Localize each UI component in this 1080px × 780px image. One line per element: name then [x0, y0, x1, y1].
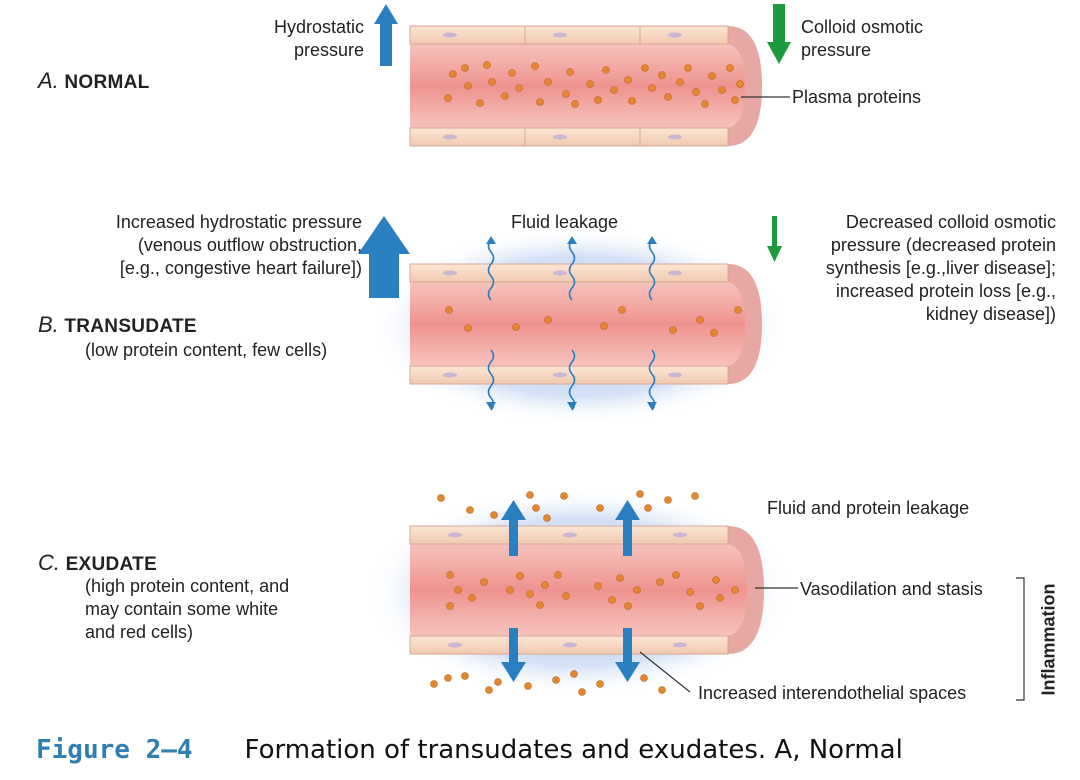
plasma-proteins-exudate — [446, 571, 739, 610]
panel-c-subtitle: (high protein content, and may contain s… — [85, 575, 289, 644]
figure-number: Figure 2–4 — [36, 735, 193, 765]
hydrostatic-line-1: Hydrostatic — [273, 17, 364, 37]
panel-c-sub-line-1: (high protein content, and — [85, 576, 290, 596]
increased-line-1: Increased hydrostatic pressure — [115, 212, 362, 232]
interendothelial-label: Increased interendothelial spaces — [698, 683, 967, 703]
vessel-transudate — [409, 263, 762, 385]
decreased-colloid-arrow — [767, 216, 782, 262]
inflammation-bracket — [1016, 577, 1025, 701]
figure-caption-text: Formation of transudates and exudates. A… — [244, 735, 903, 765]
hydrostatic-arrow-up — [374, 4, 398, 66]
panel-b-title: B. TRANSUDATE — [38, 312, 197, 338]
decreased-line-3: synthesis [e.g.,liver disease]; — [825, 258, 1056, 278]
spaces-leader — [639, 651, 691, 693]
fluid-leakage-label: Fluid leakage — [511, 212, 619, 232]
hydrostatic-label: Hydrostatic pressure — [256, 16, 364, 62]
inflammation-label: Inflammation — [1038, 583, 1059, 696]
exudate-arrows — [501, 500, 640, 682]
plasma-proteins-normal — [444, 61, 744, 108]
colloid-line-1: Colloid osmotic — [801, 17, 924, 37]
panel-c-name: EXUDATE — [65, 554, 158, 575]
plasma-proteins-label: Plasma proteins — [792, 87, 922, 107]
decreased-line-2: pressure (decreased protein — [830, 235, 1056, 255]
hydrostatic-line-2: pressure — [293, 40, 364, 60]
fluid-leakage-arrowheads — [486, 236, 657, 410]
decreased-line-4: increased protein loss [e.g., — [835, 281, 1056, 301]
colloid-label: Colloid osmotic pressure — [801, 16, 923, 62]
fluid-leakage-squiggles — [487, 239, 656, 411]
decreased-colloid-label: Decreased colloid osmotic pressure (decr… — [770, 211, 1056, 326]
vasodilation-label: Vasodilation and stasis — [800, 579, 983, 599]
increased-hydrostatic-arrow — [358, 216, 410, 298]
panel-c-letter: C. — [38, 550, 60, 575]
increased-line-3: [e.g., congestive heart failure]) — [119, 258, 362, 278]
colloid-line-2: pressure — [801, 40, 872, 60]
panel-a-title: A. NORMAL — [38, 68, 150, 94]
panel-c-sub-line-2: may contain some white — [85, 599, 279, 619]
vessel-normal — [409, 25, 762, 147]
increased-hydrostatic-label: Increased hydrostatic pressure (venous o… — [40, 211, 362, 280]
panel-a-letter: A. — [38, 68, 59, 93]
figure-caption: Figure 2–4 Formation of transudates and e… — [36, 735, 903, 765]
leaked-proteins-exudate — [430, 490, 699, 696]
panel-c-sub-line-3: and red cells) — [85, 622, 194, 642]
colloid-arrow-down — [767, 4, 791, 64]
decreased-line-5: kidney disease]) — [925, 304, 1056, 324]
panel-b-letter: B. — [38, 312, 59, 337]
plasma-proteins-transudate — [445, 306, 742, 337]
panel-a-name: NORMAL — [64, 72, 150, 93]
vessel-exudate — [409, 525, 764, 655]
increased-line-2: (venous outflow obstruction, — [137, 235, 362, 255]
fluid-protein-leakage-label: Fluid and protein leakage — [767, 498, 970, 518]
panel-b-name: TRANSUDATE — [64, 316, 197, 337]
panel-b-subtitle: (low protein content, few cells) — [85, 340, 328, 360]
panel-c-title: C. EXUDATE — [38, 550, 157, 576]
decreased-line-1: Decreased colloid osmotic — [845, 212, 1056, 232]
